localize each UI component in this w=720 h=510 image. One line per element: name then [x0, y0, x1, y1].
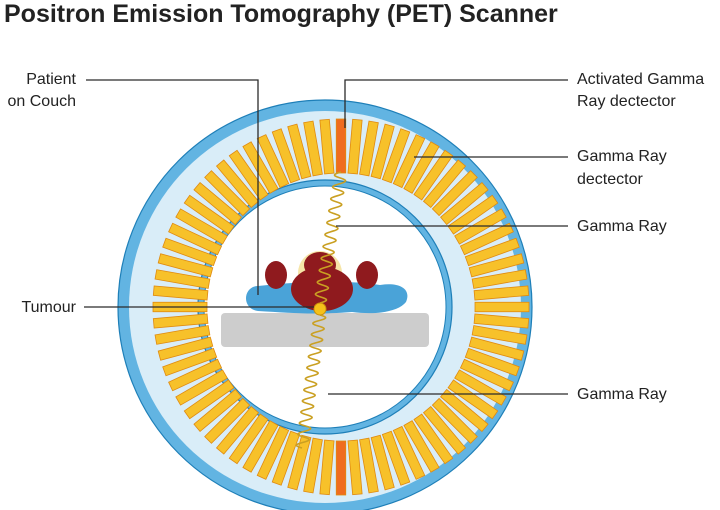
- detector: [459, 358, 514, 392]
- detector: [431, 170, 478, 217]
- detector: [162, 347, 218, 377]
- detector: [256, 134, 290, 189]
- detector: [228, 413, 269, 465]
- patient-hand-right: [356, 261, 378, 289]
- detector: [422, 159, 467, 208]
- detector: [204, 397, 251, 444]
- label-gamma-ray-upper: Gamma Ray: [577, 218, 667, 235]
- detector: [175, 208, 228, 245]
- detector: [440, 181, 489, 226]
- detector: [413, 149, 454, 201]
- detector: [431, 397, 478, 444]
- detector: [359, 120, 379, 177]
- detector: [175, 369, 228, 406]
- detector: [319, 439, 335, 496]
- detector: [440, 388, 489, 433]
- detector: [193, 388, 242, 433]
- detector: [271, 128, 301, 184]
- detector: [157, 336, 214, 361]
- detector: [256, 425, 290, 480]
- leader-patient: [86, 79, 259, 295]
- detector: [422, 406, 467, 455]
- label-activated-line1: Activated Gamma: [577, 71, 704, 88]
- page-title: Positron Emission Tomography (PET) Scann…: [4, 0, 558, 28]
- detector: [193, 181, 242, 226]
- detector: [319, 118, 335, 175]
- detector: [454, 369, 507, 406]
- detector: [473, 313, 530, 329]
- detector: [447, 194, 499, 235]
- label-patient-line2: on Couch: [8, 93, 77, 110]
- label-tumour: Tumour: [21, 299, 76, 316]
- detector: [242, 420, 279, 473]
- tumour: [313, 302, 327, 316]
- gamma-rays: [295, 171, 347, 449]
- detector: [303, 120, 323, 177]
- label-detector-line2: dectector: [577, 171, 643, 188]
- couch: [221, 313, 429, 347]
- activated-detector: [335, 118, 347, 174]
- leader-lines: [84, 79, 568, 395]
- detector: [152, 285, 209, 301]
- detector: [157, 253, 214, 278]
- detector: [468, 336, 525, 361]
- detector: [468, 253, 525, 278]
- detector: [162, 237, 218, 267]
- detector: [392, 425, 426, 480]
- detector: [474, 301, 530, 313]
- label-activated-line2: Ray dectector: [577, 93, 676, 110]
- patient-torso: [291, 267, 353, 311]
- detector: [183, 379, 235, 420]
- detector: [447, 379, 499, 420]
- detector: [473, 285, 530, 301]
- detector: [154, 269, 211, 289]
- detector: [204, 170, 251, 217]
- detector: [413, 413, 454, 465]
- activated-detector: [335, 440, 347, 496]
- patient-hand-left: [265, 261, 287, 289]
- patient-head: [304, 252, 336, 278]
- detector: [287, 434, 312, 491]
- detector: [242, 141, 279, 194]
- patient-on-couch: [221, 251, 429, 347]
- leader-activated: [344, 79, 568, 128]
- detector: [347, 439, 363, 496]
- gamma-ray-lower-path: [295, 314, 327, 449]
- detector: [464, 237, 520, 267]
- detector: [215, 159, 260, 208]
- detector: [303, 437, 323, 494]
- label-detector-line1: Gamma Ray: [577, 148, 667, 165]
- labels: Patient on Couch Tumour Activated Gamma …: [8, 71, 705, 403]
- detector: [471, 325, 528, 345]
- detector: [381, 430, 411, 486]
- detector: [168, 358, 223, 392]
- gamma-ray-upper-path: [314, 171, 347, 304]
- detector: [152, 313, 209, 329]
- label-patient-line1: Patient: [26, 71, 76, 88]
- detector: [271, 430, 301, 486]
- detector: [403, 420, 440, 473]
- detector: [347, 118, 363, 175]
- detector: [154, 325, 211, 345]
- detector: [464, 347, 520, 377]
- detector: [471, 269, 528, 289]
- detector: [392, 134, 426, 189]
- detector: [183, 194, 235, 235]
- detector: [215, 406, 260, 455]
- detector: [370, 434, 395, 491]
- detector: [359, 437, 379, 494]
- detector: [370, 123, 395, 180]
- detector-array: [152, 118, 530, 496]
- detector: [459, 222, 514, 256]
- detector: [287, 123, 312, 180]
- detector: [381, 128, 411, 184]
- label-gamma-ray-lower: Gamma Ray: [577, 386, 667, 403]
- detector: [403, 141, 440, 194]
- detector: [168, 222, 223, 256]
